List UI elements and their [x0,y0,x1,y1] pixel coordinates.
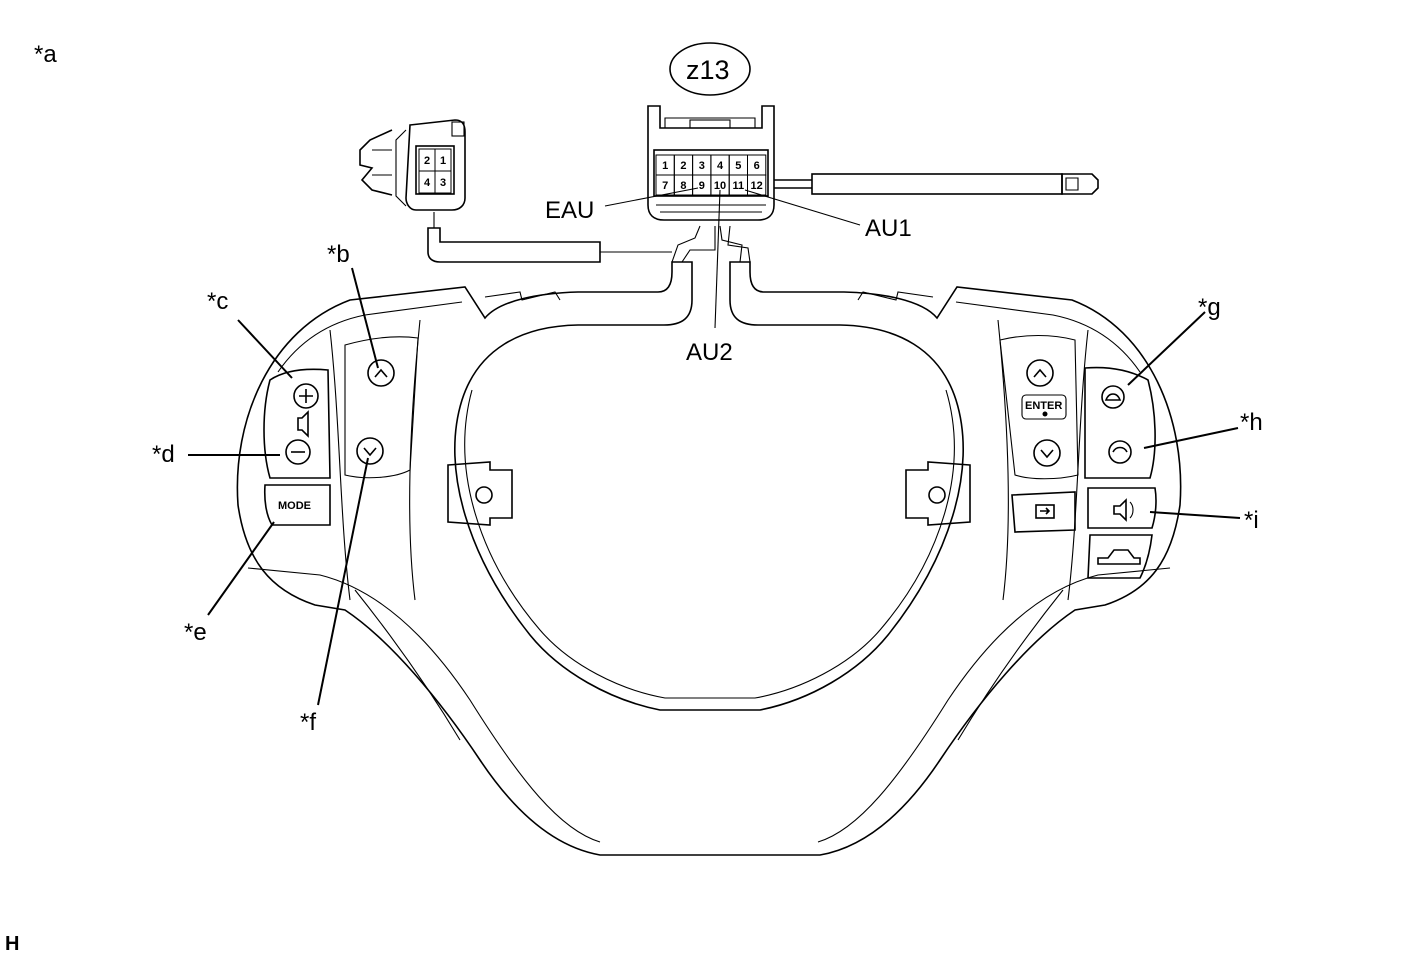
pin-9: 9 [699,180,705,192]
leader-g [1127,311,1206,386]
callout-h: *h [1240,409,1263,436]
pin-8: 8 [680,180,686,192]
callout-f: *f [300,709,316,736]
volume-down-button[interactable] [285,439,311,465]
small-pin-3-cell [434,170,452,194]
leader-au1 [744,189,861,226]
volume-up-button[interactable] [293,383,319,409]
callout-e: *e [184,619,207,646]
pin-6: 6 [754,160,760,172]
small-pin-3: 3 [440,177,446,189]
right-down-button[interactable] [1033,439,1061,467]
leader-c [237,319,293,379]
speaker-icon [297,410,309,438]
car-info-button[interactable] [1097,549,1141,565]
terminal-label-au2: AU2 [686,339,733,366]
enter-button-label: ENTER [1025,400,1062,412]
view-label: *a [34,41,57,68]
right-switch-panel [999,335,1157,579]
right-up-button[interactable] [1026,359,1054,387]
pin-4: 4 [717,160,724,172]
leader-f [317,457,369,706]
pin-10: 10 [714,180,726,192]
small-pin-2: 2 [424,155,430,167]
left-down-button[interactable] [356,437,384,465]
left-up-button[interactable] [367,359,395,387]
callout-c: *c [207,288,228,315]
pin-11: 11 [733,180,745,192]
pin-5: 5 [735,160,741,172]
display-button[interactable] [1035,504,1055,519]
pin-12-cell [747,174,767,196]
small-pin-1: 1 [440,155,446,167]
leader-au2 [714,189,721,329]
pin-1: 1 [662,160,668,172]
wire-harness [427,212,751,263]
leader-eau [604,187,699,207]
leader-i [1149,511,1241,519]
connector-id-label: z13 [686,55,730,85]
mounting-bracket-left [447,461,513,526]
callout-d: *d [152,441,175,468]
pin-3: 3 [699,160,705,172]
mode-button[interactable]: MODE [278,500,311,512]
leader-b [351,267,379,369]
mounting-bracket-right [905,461,971,526]
pin-12: 12 [751,180,763,192]
callout-b: *b [327,241,350,268]
pin-2: 2 [680,160,686,172]
off-hook-button[interactable] [1108,440,1132,464]
footer-code: H [5,933,19,955]
left-switch-panel [263,336,419,526]
callout-g: *g [1198,294,1221,321]
enter-button[interactable]: ENTER [1021,394,1067,420]
on-hook-button[interactable] [1101,385,1125,409]
callout-i: *i [1244,507,1259,534]
leader-h [1143,427,1239,449]
connector-z13: z13 [647,42,1099,221]
leader-e [207,521,275,616]
terminal-label-au1: AU1 [865,215,912,242]
small-pin-4: 4 [424,177,431,189]
pin-7: 7 [662,180,668,192]
small-connector [359,119,466,211]
voice-command-button[interactable] [1113,498,1134,522]
terminal-label-eau: EAU [545,197,594,224]
